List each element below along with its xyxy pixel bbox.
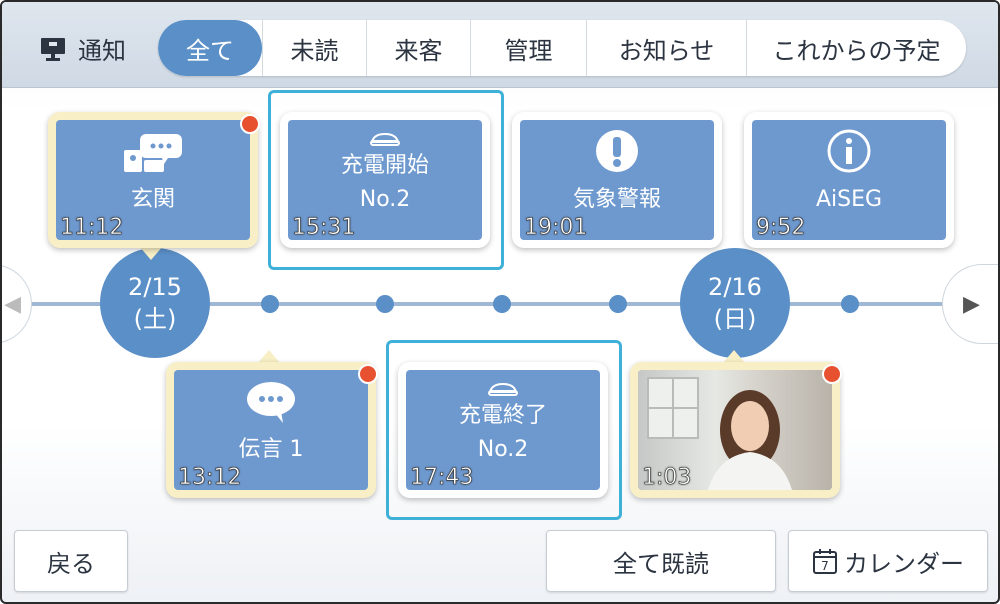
- selection-highlight: [268, 90, 504, 270]
- header-bar: 通知 全て 未読 来客 管理 お知らせ これからの予定: [2, 2, 998, 88]
- car-icon: [370, 132, 400, 146]
- tab-announcements[interactable]: お知らせ: [586, 20, 746, 76]
- header-title: 通知: [38, 28, 126, 68]
- notification-card-charge-end[interactable]: 充電終了 No.2 17:43: [398, 362, 608, 498]
- date-text: 2/15: [128, 273, 182, 301]
- calendar-icon-day: 7: [821, 559, 829, 573]
- weekday-text: (日): [713, 305, 757, 333]
- tab-unread[interactable]: 未読: [262, 20, 366, 76]
- triangle-left-icon: ◀: [4, 291, 21, 317]
- card-label-line2: No.2: [477, 437, 529, 462]
- timeline-dot: [841, 295, 859, 313]
- notification-card-visitor-photo[interactable]: 1:03: [630, 362, 842, 498]
- card-pointer: [139, 246, 163, 260]
- card-body: AiSEG 9:52: [752, 120, 946, 240]
- card-time: 13:12: [178, 465, 242, 490]
- card-label: AiSEG: [815, 187, 883, 212]
- weekday-text: (土): [133, 305, 177, 333]
- visitor-photo: [638, 370, 832, 490]
- card-pointer: [836, 246, 860, 260]
- card-label: 玄関: [130, 187, 175, 212]
- card-label: 気象警報: [572, 187, 661, 212]
- card-time: 9:52: [756, 215, 806, 240]
- notification-card-aiseg[interactable]: AiSEG 9:52: [744, 112, 954, 248]
- calendar-button-label: カレンダー: [844, 549, 964, 578]
- card-body: 充電終了 No.2 17:43: [406, 370, 600, 490]
- card-label-line2: No.2: [359, 187, 411, 212]
- date-marker-2-16: 2/16 (日): [680, 248, 790, 358]
- mark-all-read-button[interactable]: 全て既読: [546, 530, 776, 592]
- card-label-line1: 充電終了: [458, 403, 547, 428]
- tab-upcoming[interactable]: これからの予定: [746, 20, 966, 76]
- timeline-dot: [376, 295, 394, 313]
- exclamation-icon: [596, 130, 638, 172]
- card-pointer: [490, 350, 514, 364]
- timeline-dot: [609, 295, 627, 313]
- unread-indicator: [240, 114, 260, 134]
- car-icon: [488, 382, 518, 396]
- card-time: 11:12: [60, 215, 124, 240]
- scroll-left-button[interactable]: ◀: [2, 264, 32, 344]
- triangle-right-icon: ▶: [963, 291, 980, 317]
- unread-indicator: [358, 364, 378, 384]
- card-time: 19:01: [524, 215, 588, 240]
- timeline-dot: [261, 295, 279, 313]
- timeline-dot: [493, 295, 511, 313]
- card-body: 気象警報 19:01: [520, 120, 714, 240]
- date-text: 2/16: [708, 273, 762, 301]
- tab-management[interactable]: 管理: [470, 20, 586, 76]
- intercom-chat-icon: [124, 134, 182, 172]
- calendar-icon: 7: [813, 549, 837, 574]
- speech-bubble-icon: [247, 382, 295, 423]
- visitor-person-image: [647, 377, 792, 490]
- card-pointer: [257, 350, 281, 364]
- tab-visitor[interactable]: 来客: [366, 20, 470, 76]
- calendar-button[interactable]: 7 カレンダー: [788, 530, 988, 592]
- unread-indicator: [822, 364, 842, 384]
- scroll-right-button[interactable]: ▶: [942, 264, 998, 344]
- notification-card-message[interactable]: 伝言 1 13:12: [166, 362, 378, 498]
- notification-card-charge-start[interactable]: 充電開始 No.2 15:31: [280, 112, 490, 248]
- card-time: 1:03: [642, 465, 692, 490]
- info-icon: [827, 129, 871, 173]
- card-time: 15:31: [292, 215, 356, 240]
- monitor-icon: [41, 38, 65, 61]
- card-body: 玄関 11:12: [56, 120, 250, 240]
- card-body: 1:03: [638, 370, 832, 490]
- card-pointer: [722, 350, 746, 364]
- date-marker-2-15: 2/15 (土): [100, 248, 210, 358]
- notification-card-entrance[interactable]: 玄関 11:12: [48, 112, 260, 248]
- tab-all[interactable]: 全て: [158, 20, 262, 76]
- selection-highlight: [386, 340, 622, 520]
- card-label: 伝言 1: [238, 437, 304, 462]
- header-title-label: 通知: [78, 36, 126, 65]
- category-tabs: 全て 未読 来客 管理 お知らせ これからの予定: [158, 20, 966, 76]
- back-button[interactable]: 戻る: [14, 530, 128, 592]
- card-pointer: [606, 246, 630, 260]
- notification-card-weather-warning[interactable]: 気象警報 19:01: [512, 112, 722, 248]
- card-label-line1: 充電開始: [340, 153, 429, 178]
- card-body: 伝言 1 13:12: [174, 370, 368, 490]
- card-body: 充電開始 No.2 15:31: [288, 120, 482, 240]
- card-time: 17:43: [410, 465, 474, 490]
- card-pointer: [374, 246, 398, 260]
